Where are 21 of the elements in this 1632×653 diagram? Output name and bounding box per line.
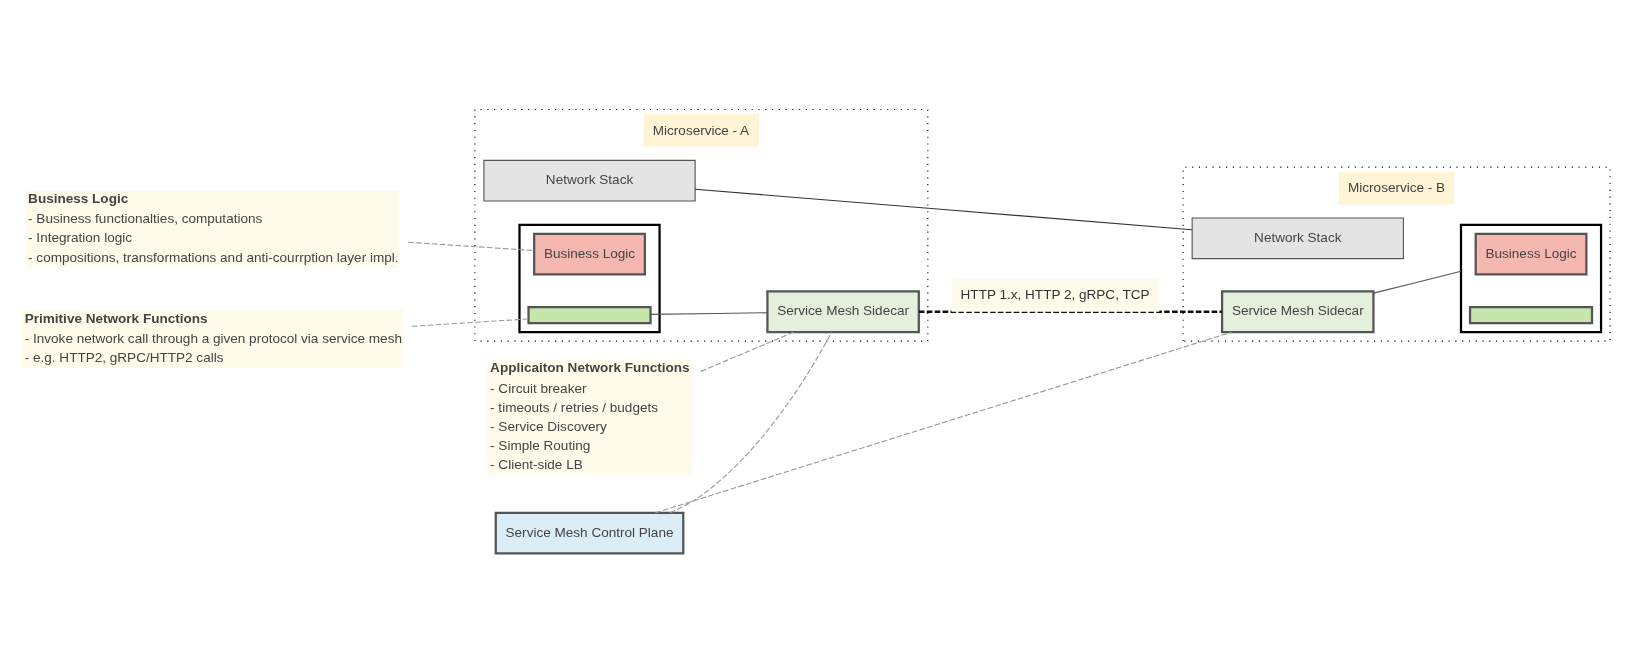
node-box: Service Mesh Sidecar [1220,289,1375,333]
cluster [518,223,661,333]
connector [669,331,833,513]
connector [411,317,529,327]
connector [694,188,1193,230]
node-bar [1468,305,1594,324]
connector [649,311,768,315]
edge-label: HTTP 1.x, HTTP 2, gRPC, TCP [960,286,1150,302]
node-box: Service Mesh Control Plane [494,511,685,555]
connector [1373,270,1462,294]
connector [654,331,1233,513]
node-box: Network Stack [483,159,696,202]
connector [918,310,1222,313]
connector [407,241,535,251]
connector [700,331,795,372]
node-box: Business Logic [1474,232,1588,276]
node-box: Service Mesh Sidecar [766,289,920,333]
node-box: Business Logic [533,232,646,276]
cluster [1459,223,1603,333]
node-bar [527,305,652,324]
node-box: Network Stack [1191,216,1404,259]
